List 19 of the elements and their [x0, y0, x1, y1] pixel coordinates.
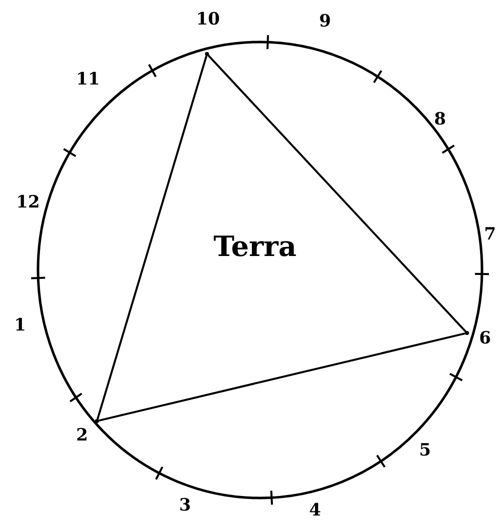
number-label: 3	[179, 498, 191, 514]
center-label: Terra	[213, 233, 297, 261]
number-label: 1	[14, 318, 26, 334]
number-label: 11	[76, 72, 100, 88]
triangle-side	[208, 54, 466, 332]
vertex-point	[465, 331, 469, 335]
number-label: 7	[484, 226, 496, 244]
number-label: 9	[319, 14, 331, 30]
vertex-number: 10	[196, 12, 220, 28]
number-label: 5	[419, 442, 431, 460]
vertex-point	[95, 419, 99, 423]
triangle-side	[98, 332, 466, 422]
number-label: 8	[434, 112, 446, 128]
vertex-number: 6	[479, 330, 491, 348]
number-label: 4	[309, 502, 321, 520]
vertex-point	[205, 52, 209, 56]
vertex-number: 2	[76, 428, 88, 444]
triangle-side	[96, 56, 208, 420]
number-label: 12	[16, 194, 40, 212]
